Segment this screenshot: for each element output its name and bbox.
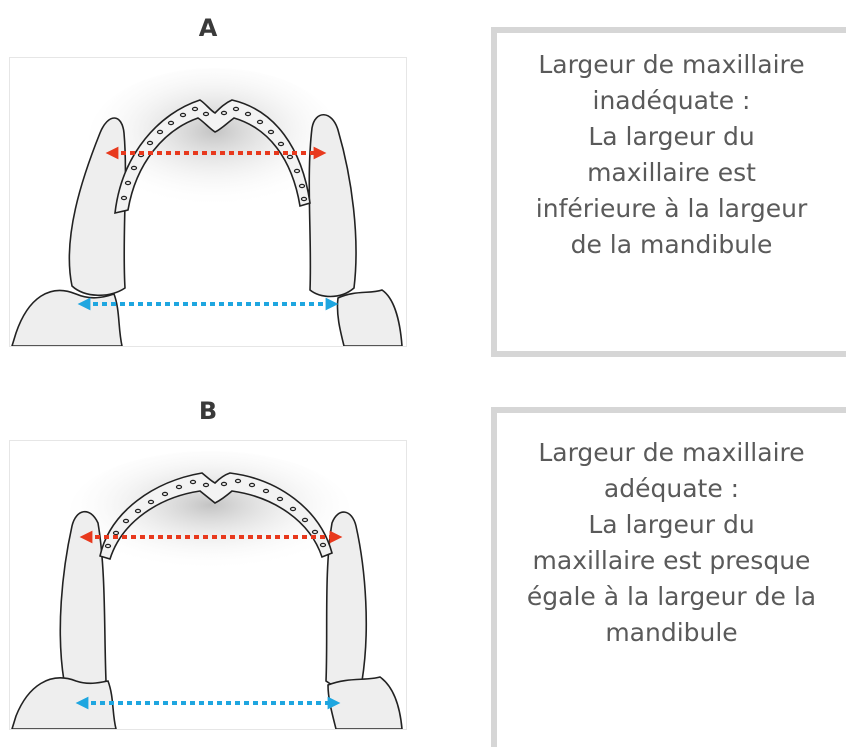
caption-line: Largeur de maxillaire — [497, 47, 846, 83]
molar-tooth-icon — [12, 290, 122, 346]
panel-a-illustration — [9, 57, 407, 347]
panel-b-caption-box: Largeur de maxillaire adéquate : La larg… — [491, 407, 846, 747]
caption-line: Largeur de maxillaire — [497, 435, 846, 471]
panel-b-illustration — [9, 440, 407, 730]
caption-line: inférieure à la largeur — [497, 191, 846, 227]
caption-line: La largeur du — [497, 119, 846, 155]
caption-line: maxillaire est presque — [497, 543, 846, 579]
caption-line: de la mandibule — [497, 227, 846, 263]
panel-b-label: B — [178, 397, 238, 425]
caption-line: adéquate : — [497, 471, 846, 507]
panel-b-drawing — [10, 441, 406, 729]
panel-a-caption-box: Largeur de maxillaire inadéquate : La la… — [491, 27, 846, 357]
panel-a-label: A — [178, 14, 238, 42]
caption-line: inadéquate : — [497, 83, 846, 119]
molar-tooth-icon — [328, 677, 402, 729]
caption-line: maxillaire est — [497, 155, 846, 191]
molar-tooth-icon — [309, 115, 356, 297]
panel-a-drawing — [10, 58, 406, 346]
caption-line: égale à la largeur de la — [497, 579, 846, 615]
caption-line: La largeur du — [497, 507, 846, 543]
molar-tooth-icon — [337, 290, 402, 346]
caption-line: mandibule — [497, 615, 846, 651]
